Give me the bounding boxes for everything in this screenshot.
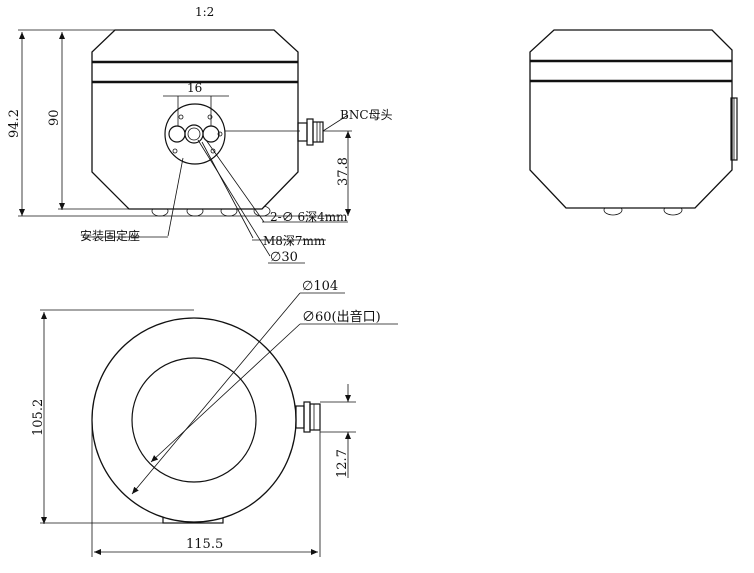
top-view: ∅104 ∅60(出音口) 105.2 115.5 12.7 [31,279,398,557]
leader-thread [201,141,254,239]
circle-callout: ∅30 [270,250,298,265]
mount-callout: 安装固定座 [80,228,140,243]
scale-label: 1:2 [195,5,214,19]
dim-body-height: 90 [47,109,62,126]
side-view [529,29,738,216]
speaker-body-side [529,29,733,209]
speaker-body-front [91,29,299,210]
bnc-label: BNC母头 [340,108,393,122]
leader-circle [197,139,271,257]
dim-hole-spacing: 16 [187,81,202,95]
mount-plate [164,103,226,165]
screw-3 [172,148,178,154]
sound-outlet [131,357,257,483]
bnc-connector-front [297,114,349,146]
thread-callout: M8深7mm [263,234,326,248]
dim-overall-depth: 105.2 [31,399,46,436]
dim-connector-height: 37.8 [336,157,351,186]
screw-1 [178,114,184,120]
dim-60-leader [150,323,301,463]
dim-connector-width: 12.7 [335,449,350,478]
mount-thread-inner [187,127,201,141]
dim-overall-height: 94.2 [7,109,22,138]
dim-outer-diameter: ∅104 [302,279,338,294]
screw-2 [207,114,213,120]
leader-mount [167,157,184,237]
leader-holes [205,139,265,223]
bnc-connector-top [295,401,321,433]
dim-overall-width: 115.5 [186,537,223,552]
front-view: 16 BNC母头 37.8 94.2 90 2-∅ 6深 [7,29,393,265]
holes-callout: 2-∅ 6深4mm [270,210,348,224]
dim-inner-diameter: ∅60(出音口) [302,309,381,325]
dim-104-leader [131,292,301,495]
screw-4 [210,148,216,154]
screw-5 [217,131,223,137]
